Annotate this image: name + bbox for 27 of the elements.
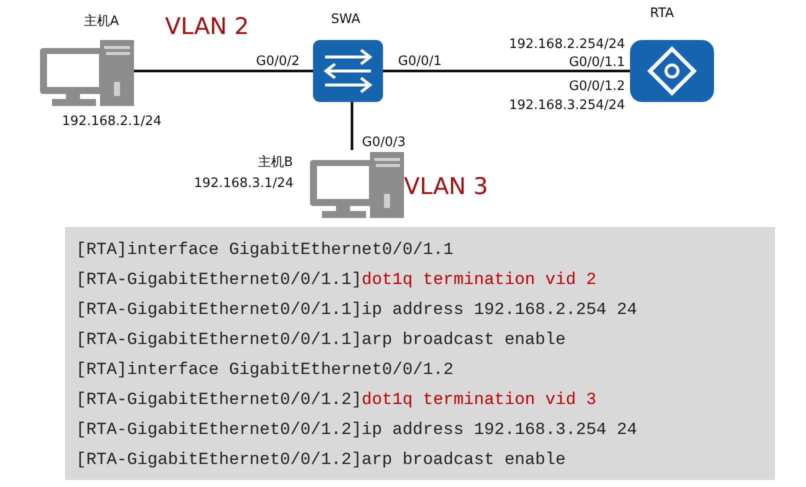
vlan-label: VLAN 3 [404, 174, 488, 200]
port-label: G0/0/3 [362, 135, 406, 150]
device-name: RTA [650, 6, 674, 21]
code-panel [65, 227, 775, 480]
link-line [383, 70, 630, 72]
vlan-label: VLAN 2 [165, 14, 249, 40]
link-line [350, 102, 354, 150]
device-name: 主机B [258, 154, 293, 171]
link-line [134, 70, 313, 72]
command-line: [RTA]interface GigabitEthernet0/0/1.2 [76, 361, 454, 381]
device-name: SWA [331, 12, 360, 27]
command-line: [RTA-GigabitEthernet0/0/1.2]ip address 192.168.3.254 24 [76, 421, 638, 441]
port-label: G0/0/1.1 [568, 55, 625, 70]
port-label: G0/0/1.2 [568, 79, 625, 94]
command-line: [RTA-GigabitEthernet0/0/1.1]arp broadcast enable [76, 331, 566, 351]
command-line: [RTA]interface GigabitEthernet0/0/1.1 [76, 241, 454, 261]
command-line: [RTA-GigabitEthernet0/0/1.2]dot1q termination vid 3 [76, 391, 596, 411]
port-label: G0/0/1 [398, 54, 442, 69]
port-label: G0/0/2 [256, 54, 300, 69]
device-name: 主机A [84, 13, 119, 30]
ip-address: 192.168.2.1/24 [62, 114, 162, 129]
command-line: [RTA-GigabitEthernet0/0/1.2]arp broadcast enable [76, 451, 566, 471]
port-label: 192.168.2.254/24 [508, 37, 625, 52]
command-line: [RTA-GigabitEthernet0/0/1.1]ip address 192.168.2.254 24 [76, 301, 638, 321]
ip-address: 192.168.3.1/24 [194, 176, 294, 191]
port-label: 192.168.3.254/24 [508, 98, 625, 113]
command-line: [RTA-GigabitEthernet0/0/1.1]dot1q termination vid 2 [76, 271, 596, 291]
